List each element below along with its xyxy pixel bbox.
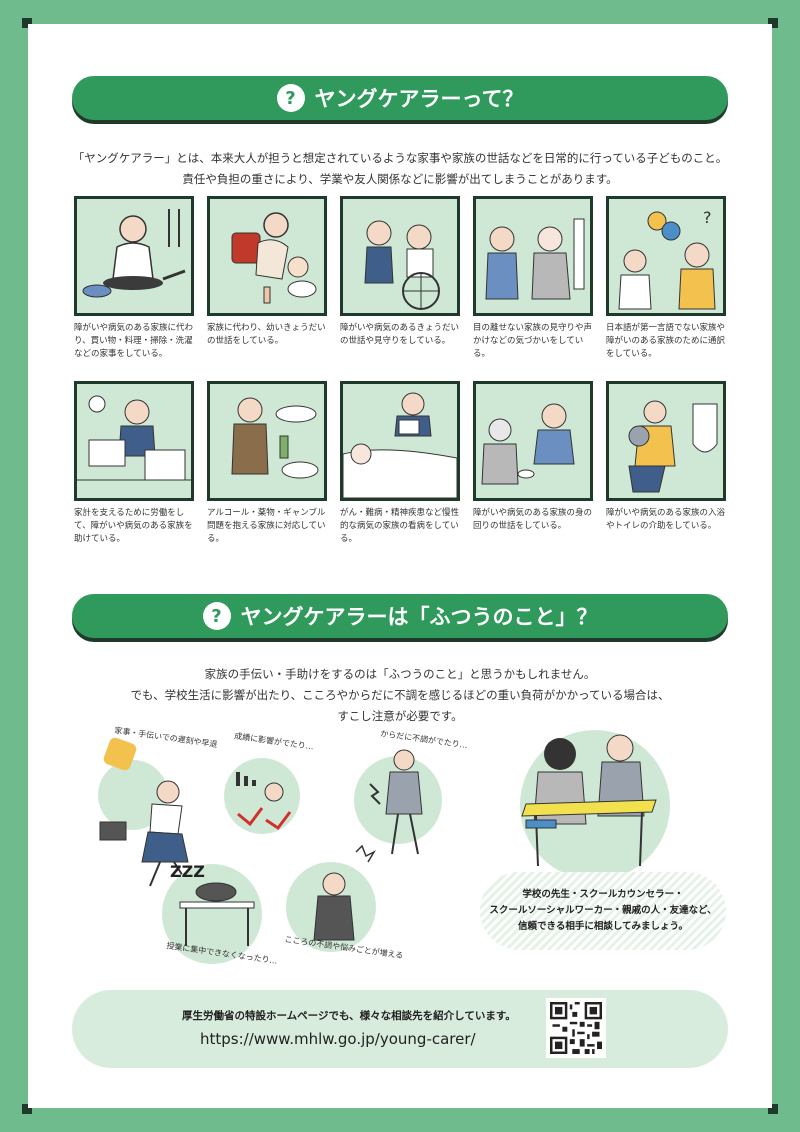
worried-student-illustration [313, 844, 376, 941]
sleeping-student-illustration [179, 882, 255, 946]
unwell-student-illustration [369, 749, 423, 855]
illustration-bath-toilet [606, 381, 726, 501]
card-caption: がん・難病・精神疾患など慢性的な病気の家族の看病をしている。 [340, 508, 460, 544]
illustration-sibling-watch [340, 196, 460, 316]
footer-url[interactable]: https://www.mhlw.go.jp/young-carer/ [200, 1030, 476, 1048]
card-caption: アルコール・薬物・ギャンブル問題を抱える家族に対応している。 [207, 508, 326, 544]
running-student-illustration [99, 780, 189, 887]
card-personal-care: 障がいや病気のある家族の身の回りの世話をしている。 [473, 381, 593, 546]
illustration-housework [74, 196, 194, 316]
warning-scenes: 家事・手伝いでの遅刻や早退 成績に影響がでたり… からだに不調がでたり… ZZZ… [70, 726, 470, 980]
advice-line: 信頼できる相手に相談してみましょう。 [518, 921, 688, 932]
illustration-watch-elder [473, 196, 593, 316]
advice-line: スクールソーシャルワーカー・親戚の人・友達など、 [489, 905, 717, 916]
illustration-personal-care [473, 381, 593, 501]
scene-bubble [224, 758, 300, 834]
falling-grades-illustration [236, 772, 292, 831]
illustration-addiction [207, 381, 327, 501]
card-caption: 障がいや病気のあるきょうだいの世話や見守りをしている。 [340, 323, 460, 346]
card-caption: 家族に代わり、幼いきょうだいの世話をしている。 [207, 323, 326, 346]
intro-line: でも、学校生活に影響が出たり、こころやからだに不調を感じるほどの重い負荷がかかっ… [130, 688, 670, 702]
consultation-illustration [521, 734, 657, 867]
card-caption: 目の離せない家族の見守りや声かけなどの気づかいをしている。 [473, 323, 593, 359]
card-interpret: ? 日本語が第一言語でない家族や障がいのある家族のために通訳をしている。 [606, 196, 726, 361]
card-work: 家計を支えるために労働をして、障がいや病気のある家族を助けている。 [74, 381, 194, 546]
frame-corner [768, 1104, 778, 1114]
intro-line: すこし注意が必要です。 [337, 709, 463, 723]
svg-text:?: ? [703, 208, 712, 227]
zzz-label: ZZZ [170, 862, 205, 881]
card-addiction: アルコール・薬物・ギャンブル問題を抱える家族に対応している。 [207, 381, 327, 546]
section2-title: ヤングケアラーは「ふつうのこと」？ [240, 605, 598, 629]
illustration-interpret: ? [606, 196, 726, 316]
card-sibling-watch: 障がいや病気のあるきょうだいの世話や見守りをしている。 [340, 196, 460, 361]
card-caption: 家計を支えるために労働をして、障がいや病気のある家族を助けている。 [74, 508, 193, 544]
scene-bubble [162, 864, 262, 964]
frame-corner [22, 18, 32, 28]
card-housework: 障がいや病気のある家族に代わり、買い物・料理・掃除・洗濯などの家事をしている。 [74, 196, 194, 361]
card-grid: 障がいや病気のある家族に代わり、買い物・料理・掃除・洗濯などの家事をしている。 … [74, 196, 726, 546]
frame-corner [768, 18, 778, 28]
section1-banner: ? ヤングケアラーって？ [72, 76, 728, 120]
card-caption: 障がいや病気のある家族の入浴やトイレの介助をしている。 [606, 508, 726, 531]
intro-line: 家族の手伝い・手助けをするのは「ふつうのこと」と思うかもしれません。 [204, 667, 596, 681]
advice-box: 学校の先生・スクールカウンセラー・ スクールソーシャルワーカー・親戚の人・友達な… [480, 872, 726, 950]
card-nursing: がん・難病・精神疾患など慢性的な病気の家族の看病をしている。 [340, 381, 460, 546]
section2-banner: ? ヤングケアラーは「ふつうのこと」？ [72, 594, 728, 638]
qr-code-icon[interactable] [546, 998, 606, 1058]
frame-corner [22, 1104, 32, 1114]
question-mark-icon: ? [276, 84, 305, 112]
illustration-sibling-care [207, 196, 327, 316]
card-watch-elder: 目の離せない家族の見守りや声かけなどの気づかいをしている。 [473, 196, 593, 361]
advice-line: 学校の先生・スクールカウンセラー・ [522, 889, 684, 900]
card-sibling-care: 家族に代わり、幼いきょうだいの世話をしている。 [207, 196, 327, 361]
card-bath-toilet: 障がいや病気のある家族の入浴やトイレの介助をしている。 [606, 381, 726, 546]
card-caption: 障がいや病気のある家族の身の回りの世話をしている。 [473, 508, 593, 531]
illustration-nursing [340, 381, 460, 501]
section1-intro: 「ヤングケアラー」とは、本来大人が担うと想定されているような家事や家族の世話など… [40, 148, 760, 190]
intro-line: 「ヤングケアラー」とは、本来大人が担うと想定されているような家事や家族の世話など… [72, 151, 728, 165]
note-grades: 成績に影響がでたり… [233, 731, 315, 752]
section1-title: ヤングケアラーって？ [314, 87, 524, 111]
footer-text: 厚生労働省の特設ホームページでも、様々な相談先を紹介しています。 [182, 1010, 516, 1022]
intro-line: 責任や負担の重さにより、学業や友人関係などに影響が出てしまうことがあります。 [182, 172, 618, 186]
section2-intro: 家族の手伝い・手助けをするのは「ふつうのこと」と思うかもしれません。 でも、学校… [40, 664, 760, 727]
question-mark-icon: ? [202, 602, 231, 630]
card-caption: 日本語が第一言語でない家族や障がいのある家族のために通訳をしている。 [606, 323, 726, 359]
footer-box: 厚生労働省の特設ホームページでも、様々な相談先を紹介しています。 https:/… [72, 990, 728, 1068]
illustration-work [74, 381, 194, 501]
card-caption: 障がいや病気のある家族に代わり、買い物・料理・掃除・洗濯などの家事をしている。 [74, 323, 194, 359]
